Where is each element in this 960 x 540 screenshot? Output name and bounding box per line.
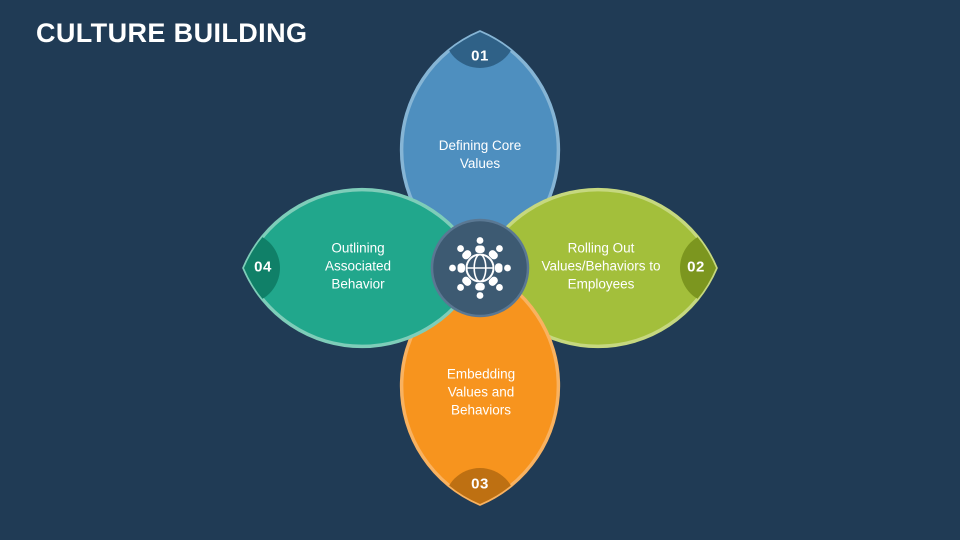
petal-left-label: Outlining Associated Behavior (324, 240, 392, 293)
petal-top-number-badge (444, 32, 516, 68)
petal-right-number: 02 (687, 258, 705, 276)
slide-title: CULTURE BUILDING (36, 18, 308, 48)
petal-top-label: Defining Core Values (438, 137, 522, 171)
petal-bottom-label: Embedding Values and Behaviors (446, 366, 516, 419)
center-hub (430, 218, 530, 318)
petal-right-number-badge (680, 232, 716, 304)
petal-left-number-badge (244, 232, 280, 304)
petal-bottom-number: 03 (471, 475, 489, 493)
petal-right-label: Rolling Out Values/Behaviors to Employee… (541, 240, 661, 293)
globe-people-icon (449, 237, 511, 299)
petal-top-number: 01 (471, 47, 489, 65)
petal-bottom-number-badge (444, 468, 516, 504)
petal-left-number: 04 (254, 258, 272, 276)
